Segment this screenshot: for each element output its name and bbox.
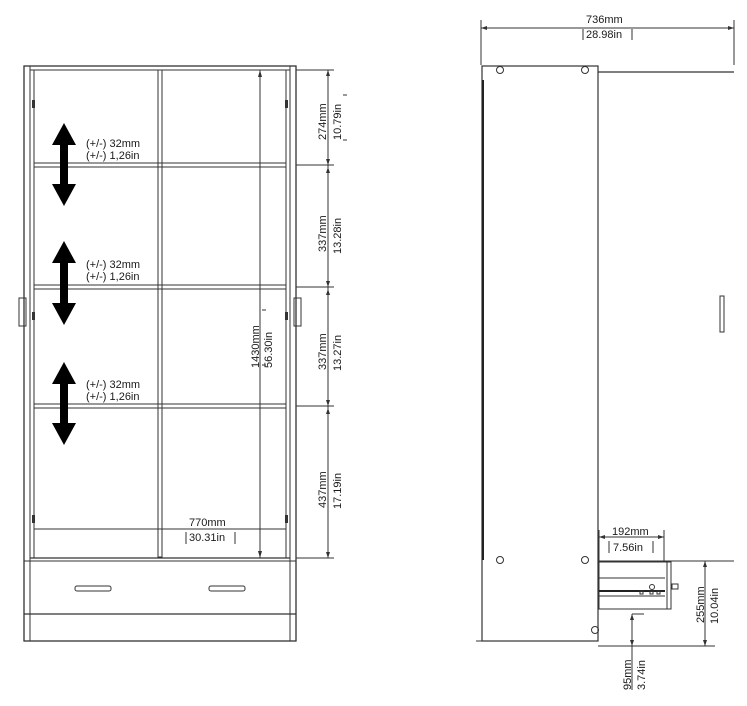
drawer-handle-left (74, 585, 112, 592)
adjust-label-in: (+/-) 1,26in (86, 391, 140, 403)
shelf-dim-mm: 437mm (317, 471, 329, 508)
shelf-dim-in: 10.79in (332, 104, 344, 140)
door-handle (719, 295, 725, 333)
drawer-height-mm: 255mm (695, 586, 707, 623)
adjust-label-mm: (+/-) 32mm (86, 379, 140, 391)
shelf-dim-in: 13.27in (332, 335, 344, 371)
drawer-depth-in: 7.56in (613, 542, 643, 554)
double-arrow-icon (52, 123, 76, 206)
plinth-dim-in: 3.74in (636, 660, 648, 690)
door-handle-left (18, 297, 27, 327)
plinth-dim-mm: 95mm (622, 659, 634, 690)
side-view: 736mm 28.98in 192mm 7.56in (476, 14, 735, 690)
double-arrow-icon (52, 362, 76, 445)
adjust-label-mm: (+/-) 32mm (86, 259, 140, 271)
door-handle-right (293, 297, 302, 327)
shelf-dim-in: 17.19in (332, 473, 344, 509)
drawer-handle-right (208, 585, 246, 592)
width-dim-mm: 770mm (189, 517, 226, 529)
width-dim-in: 30.31in (189, 532, 225, 544)
depth-dim-mm: 736mm (586, 14, 623, 26)
double-arrow-icon (52, 241, 76, 325)
adjust-label-in: (+/-) 1,26in (86, 150, 140, 162)
shelf-dim-in: 13.28in (332, 218, 344, 254)
adjust-label-mm: (+/-) 32mm (86, 138, 140, 150)
height-dim-mm: 1430mm (250, 325, 262, 368)
drawer-depth-mm: 192mm (612, 526, 649, 538)
front-view: (+/-) 32mm (+/-) 1,26in (+/-) 32mm (+/-)… (18, 65, 347, 642)
shelf-dim-mm: 337mm (317, 333, 329, 370)
drawer-height-in: 10.04in (709, 588, 721, 624)
shelf-dim-mm: 274mm (317, 103, 329, 140)
depth-dim-in: 28.98in (586, 29, 622, 41)
shelf-dim-mm: 337mm (317, 215, 329, 252)
adjust-label-in: (+/-) 1,26in (86, 271, 140, 283)
height-dim-in: 56.30in (263, 332, 275, 368)
